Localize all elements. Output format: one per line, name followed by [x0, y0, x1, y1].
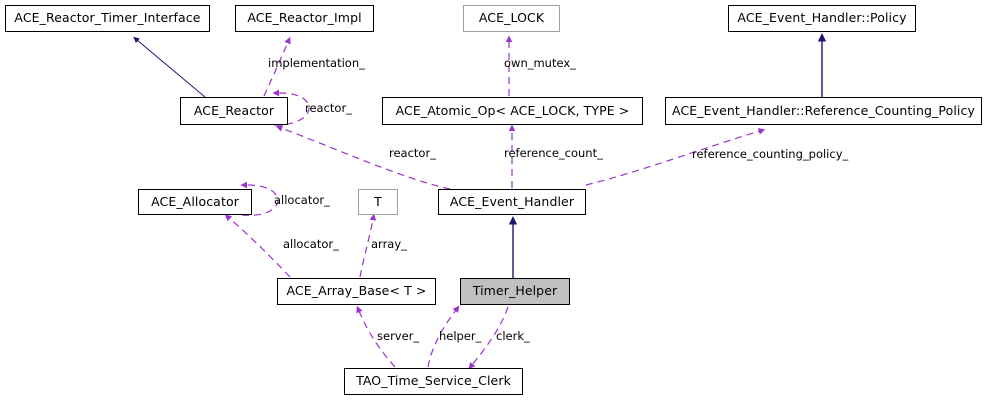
edge-label-array: array_ — [371, 237, 407, 251]
node-timer-helper[interactable]: Timer_Helper — [460, 278, 570, 305]
edge-label-reference-counting-policy: reference_counting_policy_ — [692, 147, 849, 161]
edge-label-helper: helper_ — [439, 329, 482, 343]
edge-event-handler-uses-reactor — [275, 125, 451, 190]
node-label: TAO_Time_Service_Clerk — [356, 373, 511, 389]
node-label: ACE_Event_Handler::Policy — [737, 10, 907, 26]
node-ace-lock[interactable]: ACE_LOCK — [463, 5, 560, 32]
node-label: ACE_Atomic_Op< ACE_LOCK, TYPE > — [395, 102, 630, 118]
edge-reactor-uses-reactor-impl — [263, 36, 291, 97]
node-label: ACE_Event_Handler::Reference_Counting_Po… — [672, 102, 975, 118]
edge-label-implementation: implementation_ — [268, 56, 365, 70]
node-ace-array-base[interactable]: ACE_Array_Base< T > — [277, 278, 436, 305]
edge-allocator-uses-allocator — [240, 181, 279, 216]
edge-label-reference-count: reference_count_ — [504, 146, 603, 160]
node-ace-allocator[interactable]: ACE_Allocator — [138, 189, 252, 215]
node-label: ACE_LOCK — [478, 10, 545, 26]
edge-clerk-uses-array-base — [356, 305, 396, 368]
node-label: ACE_Reactor — [193, 102, 275, 118]
node-ace-reactor-timer-interface[interactable]: ACE_Reactor_Timer_Interface — [5, 5, 210, 32]
node-tao-time-service-clerk[interactable]: TAO_Time_Service_Clerk — [344, 368, 523, 395]
node-label: ACE_Reactor_Timer_Interface — [14, 10, 201, 26]
node-label: ACE_Allocator — [151, 193, 239, 209]
node-ace-atomic-op[interactable]: ACE_Atomic_Op< ACE_LOCK, TYPE > — [382, 97, 643, 125]
node-t-template-parameter[interactable]: T — [358, 189, 398, 215]
edge-array-base-uses-t — [359, 213, 377, 278]
edge-label-reactor-self: reactor_ — [305, 101, 352, 115]
edge-timer-helper-uses-clerk — [468, 306, 509, 370]
node-label: Timer_Helper — [472, 283, 558, 299]
edge-label-own-mutex: own_mutex_ — [504, 56, 576, 70]
edge-reactor-inherits-timer-interface — [133, 36, 206, 98]
node-ace-reactor[interactable]: ACE_Reactor — [180, 97, 288, 125]
node-ace-reactor-impl[interactable]: ACE_Reactor_Impl — [235, 5, 374, 32]
node-label: ACE_Array_Base< T > — [286, 283, 427, 299]
edge-clerk-uses-timer-helper — [427, 305, 460, 368]
edge-event-handler-uses-refcount-policy — [585, 128, 766, 186]
node-label: T — [374, 193, 382, 209]
node-label: ACE_Reactor_Impl — [247, 10, 362, 26]
edge-label-clerk: clerk_ — [496, 329, 530, 343]
node-ace-event-handler-reference-counting-policy[interactable]: ACE_Event_Handler::Reference_Counting_Po… — [665, 97, 982, 125]
edge-label-server: server_ — [377, 329, 420, 343]
edge-label-allocator: allocator_ — [283, 237, 339, 251]
edge-label-allocator-self: allocator_ — [274, 193, 330, 207]
edge-label-reactor: reactor_ — [389, 146, 436, 160]
edge-array-base-uses-allocator — [224, 214, 291, 278]
node-label: ACE_Event_Handler — [449, 193, 575, 209]
node-ace-event-handler[interactable]: ACE_Event_Handler — [438, 189, 586, 215]
node-ace-event-handler-policy[interactable]: ACE_Event_Handler::Policy — [728, 5, 916, 32]
